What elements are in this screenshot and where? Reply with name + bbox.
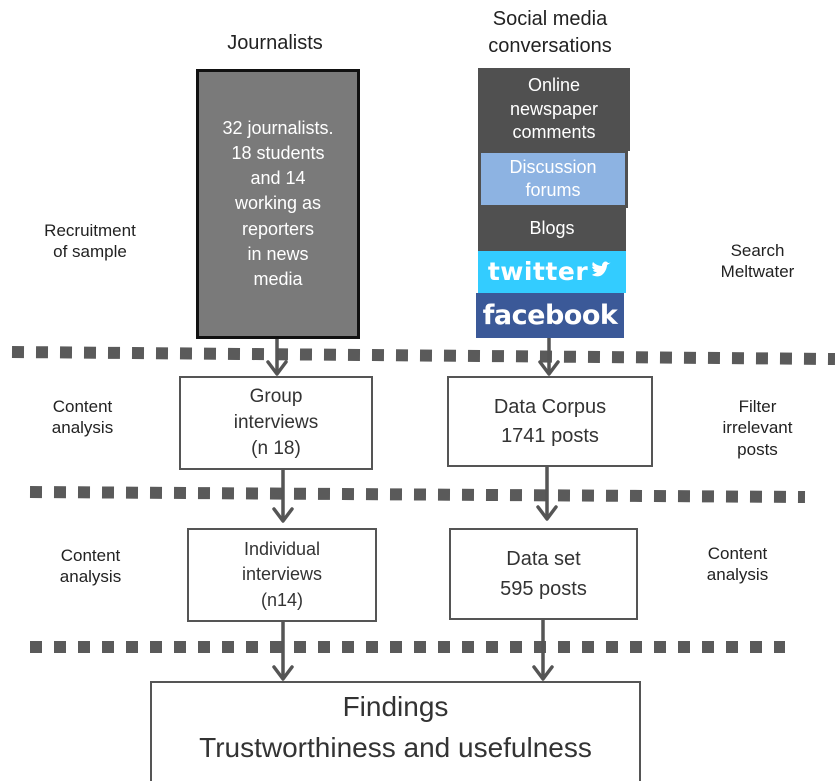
arrowhead-dataset-to-findings [532, 665, 554, 681]
filter-label-line: irrelevant [722, 418, 793, 438]
online-newspaper-comments-box: Online newspaper comments [478, 68, 630, 151]
content-analysis-line: analysis [51, 418, 114, 438]
journalists-box-line: 32 journalists. [222, 117, 334, 138]
journalists-box-line: in news [247, 243, 309, 264]
journalists-box-line: 18 students [231, 143, 325, 164]
facebook-logo: facebook [476, 293, 624, 338]
twitter-bird-icon [592, 261, 612, 277]
individual-interviews-line: (n14) [260, 589, 304, 610]
data-corpus-line: 1741 posts [501, 424, 599, 447]
filter-label-line: posts [737, 439, 778, 459]
facebook-wordmark: facebook [482, 299, 618, 331]
journalists-box: 32 journalists. 18 students and 14 worki… [196, 69, 360, 339]
data-set-line: Data set [506, 548, 581, 570]
content-analysis-line: Content [60, 546, 121, 565]
journalists-box-line: media [253, 268, 303, 289]
group-interviews-box: Group interviews (n 18) [179, 376, 373, 470]
content-analysis-line: analysis [59, 567, 122, 587]
individual-interviews-line: interviews [241, 564, 323, 585]
divider-line-1 [11, 346, 835, 365]
blogs-box: Blogs [478, 207, 626, 251]
filter-label: Filter irrelevant posts [700, 396, 815, 460]
blogs-label: Blogs [529, 218, 575, 239]
arrowhead-facebook-to-corpus [538, 360, 560, 376]
twitter-logo: twitter [478, 251, 626, 293]
research-flow-diagram: Journalists Social media conversations 3… [11, 6, 835, 781]
twitter-wordmark: twitter [487, 256, 589, 286]
search-label-line: Search [730, 241, 785, 260]
discussion-forums-line: Discussion [509, 156, 597, 177]
social-media-header-line: Social media [492, 8, 608, 30]
arrowhead-individual-to-findings [272, 665, 294, 681]
individual-interviews-line: Individual [243, 539, 321, 560]
arrowhead-journalists-to-group [266, 360, 288, 376]
findings-title: Findings [342, 691, 449, 722]
arrowhead-corpus-to-dataset [536, 505, 558, 521]
findings-box: Findings Trustworthiness and usefulness [150, 681, 641, 781]
individual-interviews-box: Individual interviews (n14) [187, 528, 377, 622]
data-corpus-line: Data Corpus [493, 395, 607, 418]
journalists-box-line: working as [234, 193, 322, 214]
discussion-forums-line: forums [525, 180, 581, 200]
group-interviews-line: interviews [233, 411, 319, 433]
journalists-header-text: Journalists [227, 32, 323, 54]
arrowhead-group-to-individual [272, 507, 294, 523]
recruitment-label-line: Recruitment [44, 221, 136, 240]
recruitment-label: Recruitment of sample [20, 220, 160, 263]
group-interviews-line: Group [249, 385, 303, 407]
content-analysis-line: Content [707, 544, 768, 563]
filter-label-line: Filter [738, 397, 777, 416]
recruitment-label-line: of sample [53, 242, 127, 262]
findings-subtitle: Trustworthiness and usefulness [199, 731, 592, 763]
content-analysis-label-2: Content analysis [28, 545, 153, 588]
content-analysis-line: analysis [706, 565, 769, 585]
search-label-line: Meltwater [720, 262, 795, 282]
content-analysis-label-3: Content analysis [675, 543, 800, 586]
journalists-box-line: and 14 [250, 168, 306, 189]
search-meltwater-label: Search Meltwater [690, 240, 825, 283]
connectors-layer [11, 336, 835, 681]
social-media-header: Social media conversations [455, 6, 645, 60]
data-set-line: 595 posts [500, 578, 587, 600]
group-interviews-line: (n 18) [251, 438, 301, 460]
divider-line-2 [29, 486, 806, 503]
social-media-header-line: conversations [488, 35, 612, 57]
data-set-box: Data set 595 posts [449, 528, 638, 620]
discussion-forums-box: Discussion forums [478, 150, 628, 208]
data-corpus-box: Data Corpus 1741 posts [447, 376, 653, 467]
online-newspaper-line: comments [512, 122, 596, 143]
content-analysis-label-1: Content analysis [20, 396, 145, 439]
content-analysis-line: Content [52, 397, 113, 416]
journalists-header: Journalists [190, 30, 360, 57]
online-newspaper-line: newspaper [509, 98, 599, 119]
journalists-box-line: reporters [241, 218, 315, 239]
online-newspaper-line: Online [527, 75, 581, 96]
